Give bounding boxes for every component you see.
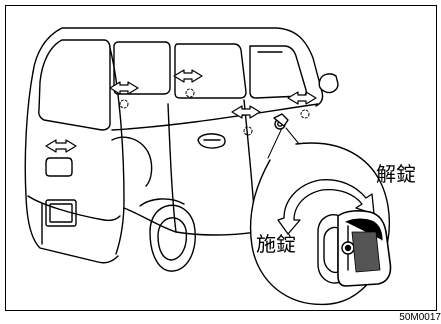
unlock-label: 解錠 bbox=[376, 164, 416, 184]
key-cylinder bbox=[318, 211, 391, 286]
side-mirror bbox=[319, 74, 338, 93]
keyhole-callout bbox=[251, 143, 391, 304]
lock-label: 施錠 bbox=[256, 234, 296, 254]
door-keyhole bbox=[274, 114, 288, 129]
figure-code: 50M0017 bbox=[399, 312, 441, 323]
